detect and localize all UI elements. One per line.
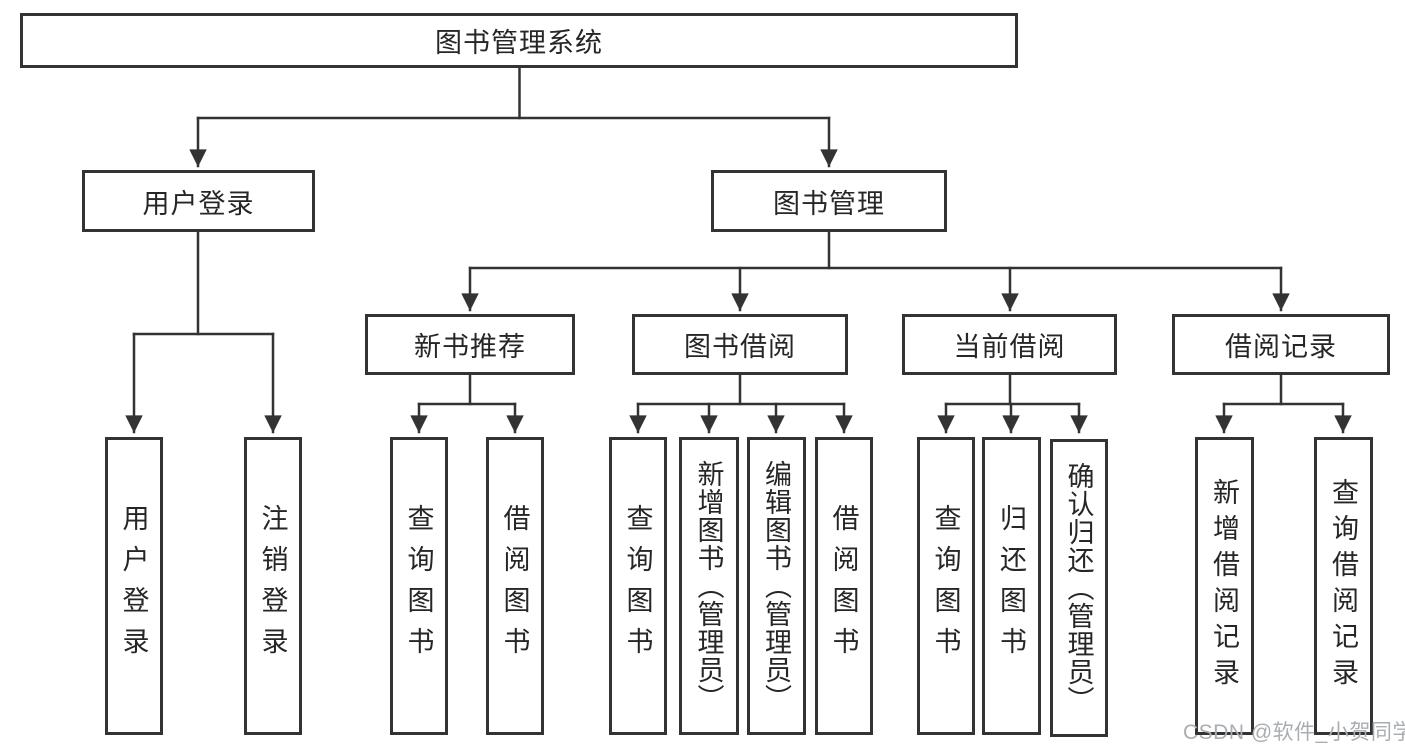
connector-borrowing-records-split: [1215, 373, 1352, 434]
node-label: 图书借阅: [684, 332, 796, 362]
node-new-book-recommendation: 新书推荐: [365, 314, 575, 375]
node-library-management-system: 图书管理系统: [20, 13, 1018, 68]
node-label: 图书管理系统: [435, 28, 603, 58]
connector-current-borrowing-split: [937, 373, 1088, 434]
node-book-borrowing: 图书借阅: [632, 314, 848, 375]
leaf-query-books-current: 查询图书: [917, 437, 975, 735]
leaf-confirm-return-admin: 确认归还（管理员）: [1050, 439, 1108, 737]
leaf-add-book-admin: 新增图书（管理员）: [679, 437, 739, 735]
connector-user-login-split: [125, 230, 282, 434]
leaf-add-borrow-record: 新增借阅记录: [1195, 437, 1254, 735]
leaf-label: 借阅图书: [828, 504, 859, 668]
node-label: 用户登录: [142, 188, 255, 219]
leaf-label: 用户登录: [118, 504, 149, 668]
node-user-login: 用户登录: [82, 170, 315, 232]
leaf-label: 新增借阅记录: [1209, 478, 1239, 694]
leaf-query-books-borrowing: 查询图书: [609, 437, 667, 735]
leaf-label: 查询图书: [403, 504, 434, 668]
leaf-borrow-books-recommendation: 借阅图书: [486, 437, 544, 735]
leaf-edit-book-admin: 编辑图书（管理员）: [747, 437, 806, 735]
watermark: CSDN @软件_小贺同学: [1183, 721, 1405, 744]
connector-root-split: [189, 65, 838, 168]
leaf-query-borrow-record: 查询借阅记录: [1314, 437, 1373, 735]
node-book-management: 图书管理: [711, 170, 947, 232]
leaf-logout: 注销登录: [244, 437, 302, 735]
connector-book-management-split: [461, 230, 1290, 312]
node-current-borrowing: 当前借阅: [902, 314, 1117, 375]
leaf-user-login: 用户登录: [105, 437, 163, 735]
leaf-return-books: 归还图书: [982, 437, 1041, 735]
leaf-borrow-books: 借阅图书: [815, 437, 873, 735]
leaf-label: 查询图书: [622, 504, 653, 668]
leaf-label: 编辑图书（管理员）: [761, 460, 791, 712]
leaf-label: 新增图书（管理员）: [693, 460, 724, 712]
leaf-label: 注销登录: [257, 504, 288, 668]
leaf-label: 查询借阅记录: [1328, 478, 1358, 694]
node-label: 当前借阅: [953, 332, 1066, 362]
leaf-label: 确认归还（管理员）: [1063, 462, 1094, 714]
leaf-label: 查询图书: [930, 504, 961, 668]
node-label: 新书推荐: [414, 332, 526, 362]
node-borrowing-records: 借阅记录: [1172, 314, 1390, 375]
node-label: 借阅记录: [1225, 332, 1337, 362]
leaf-label: 归还图书: [996, 504, 1026, 668]
connector-new-book-recommendation-split: [410, 373, 524, 434]
node-label: 图书管理: [773, 188, 885, 219]
connector-book-borrowing-split: [629, 373, 853, 434]
leaf-query-books-recommendation: 查询图书: [390, 437, 448, 735]
leaf-label: 借阅图书: [499, 504, 530, 668]
